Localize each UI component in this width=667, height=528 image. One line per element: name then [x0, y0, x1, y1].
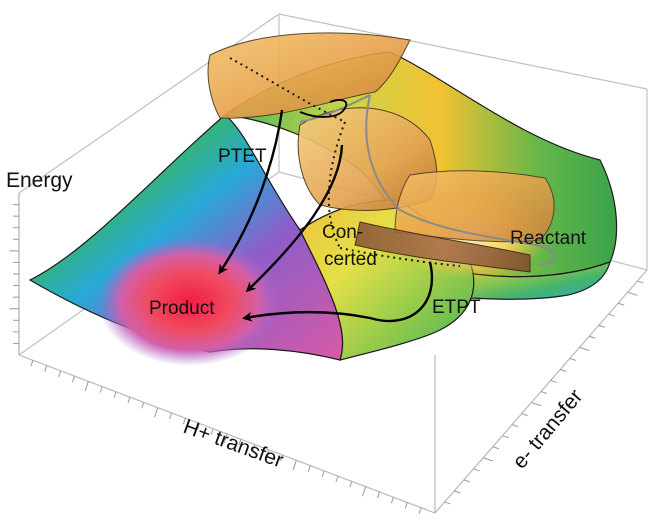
- tick-mark: [521, 413, 528, 417]
- tick-mark: [463, 479, 471, 483]
- tick-mark: [608, 313, 615, 317]
- tick-mark: [454, 490, 461, 494]
- reactant-label: Reactant: [510, 228, 587, 249]
- arrow-etpt: [242, 261, 434, 323]
- tick-mark: [483, 457, 493, 462]
- tick-mark: [540, 391, 548, 394]
- seam-band: [354, 221, 531, 273]
- tick-mark: [44, 365, 48, 372]
- upper-surface-top-sheet: [207, 32, 411, 119]
- tick-mark: [550, 379, 557, 383]
- arrow-ptet: [218, 109, 284, 275]
- front-edge-ticks: [30, 360, 422, 514]
- tick-mark: [627, 291, 638, 296]
- energy-axis-label: Energy: [6, 169, 73, 192]
- tick-mark: [141, 402, 145, 409]
- concerted-label-line2: certed: [324, 249, 377, 270]
- tick-mark: [617, 302, 625, 306]
- tick-mark: [598, 324, 605, 328]
- tick-mark: [579, 346, 590, 351]
- tick-mark: [377, 491, 381, 499]
- tick-mark: [210, 428, 214, 435]
- reactant-loop: [299, 99, 348, 118]
- tick-mark: [153, 407, 159, 418]
- tick-mark: [531, 402, 542, 407]
- product-basin: [98, 238, 282, 366]
- tick-mark: [252, 444, 256, 451]
- lower-surface-right: [448, 261, 611, 300]
- ptet-label: PTET: [218, 146, 267, 167]
- tick-mark: [569, 357, 577, 361]
- tick-mark: [349, 481, 353, 488]
- tick-mark: [444, 501, 451, 505]
- tick-mark: [637, 280, 644, 284]
- tick-mark: [266, 449, 270, 456]
- tick-mark: [238, 439, 242, 446]
- e-transfer-axis-label: e- transfer: [508, 385, 587, 473]
- tick-mark: [223, 433, 228, 444]
- tick-mark: [390, 497, 394, 504]
- tick-mark: [589, 335, 596, 339]
- tick-mark: [58, 370, 62, 377]
- tick-mark: [418, 507, 422, 514]
- tick-mark: [560, 368, 567, 372]
- tick-mark: [279, 454, 283, 462]
- tick-mark: [361, 486, 367, 497]
- h-transfer-axis-label: H+ transfer: [180, 415, 286, 472]
- tick-mark: [511, 424, 519, 428]
- tick-mark: [84, 381, 89, 392]
- etpt-label: ETPT: [432, 297, 481, 318]
- tick-mark: [335, 475, 339, 483]
- tick-mark: [321, 470, 325, 478]
- vertical-edge-ticks: [9, 204, 19, 344]
- tick-mark: [404, 502, 408, 509]
- path-arrows: [218, 99, 434, 323]
- arrow-concerted: [245, 144, 344, 293]
- tick-mark: [307, 465, 311, 472]
- tick-mark: [492, 446, 499, 450]
- tick-mark: [99, 386, 103, 393]
- tick-mark: [113, 391, 117, 399]
- tick-mark: [502, 435, 509, 439]
- tick-mark: [196, 423, 200, 430]
- concerted-label-line1: Con-: [322, 222, 363, 243]
- tick-mark: [473, 468, 480, 472]
- product-label: Product: [149, 298, 215, 319]
- tick-mark: [169, 412, 173, 420]
- side-edge-ticks: [444, 280, 644, 505]
- tick-mark: [30, 360, 34, 367]
- reactant-trajectory: [299, 94, 556, 266]
- tick-mark: [71, 375, 75, 383]
- tick-mark: [292, 460, 297, 471]
- tick-mark: [182, 418, 186, 425]
- tick-mark: [127, 396, 131, 404]
- seam-dotted-lines: [229, 57, 461, 267]
